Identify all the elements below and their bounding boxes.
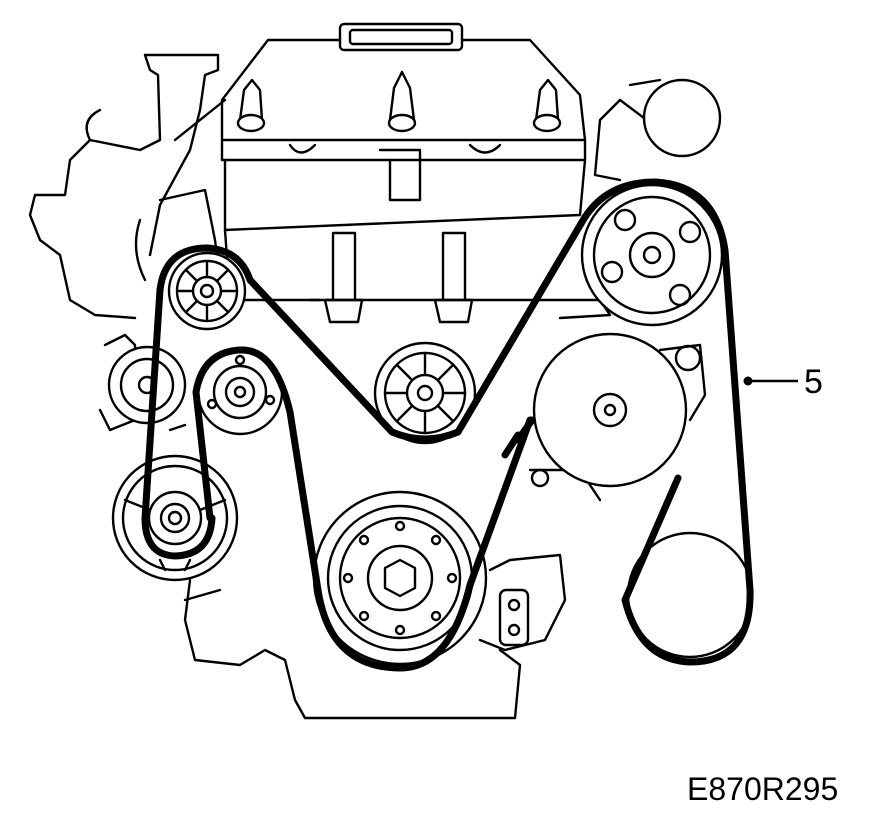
figure-code: E870R295 bbox=[687, 771, 838, 807]
callout-number: 5 bbox=[804, 363, 823, 401]
drive-belt bbox=[141, 178, 754, 672]
idler-pulley-upper bbox=[167, 251, 247, 331]
water-pump-pulley bbox=[580, 183, 724, 327]
auxiliary-pulley-left bbox=[107, 345, 187, 425]
belt-callout: 5 bbox=[743, 363, 823, 401]
power-steering-pulley bbox=[111, 454, 239, 582]
idler-pulley-center bbox=[373, 341, 477, 445]
alternator-pulley bbox=[532, 332, 688, 488]
engine-block bbox=[28, 22, 722, 720]
crankshaft-pulley bbox=[312, 490, 488, 666]
